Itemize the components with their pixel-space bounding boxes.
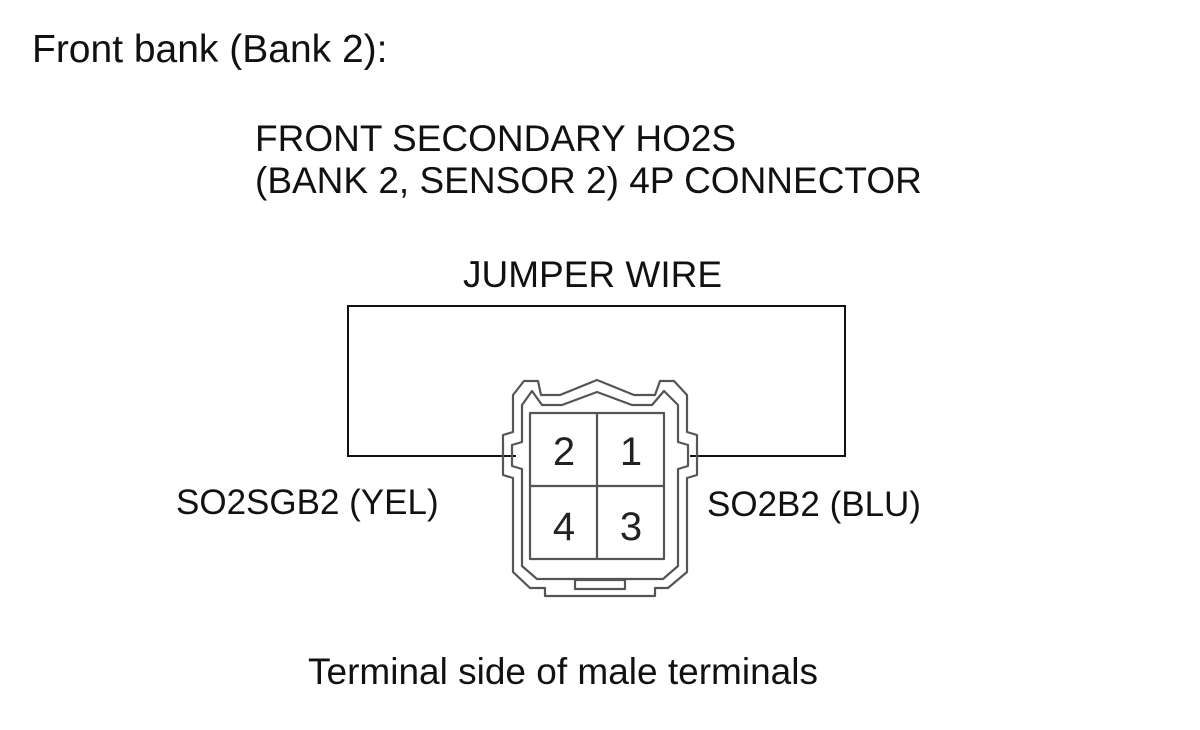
pin-4-label: 4 — [553, 505, 575, 549]
right-wire-label: SO2B2 (BLU) — [707, 485, 921, 524]
page-heading: Front bank (Bank 2): — [32, 28, 388, 71]
pin-3-label: 3 — [620, 505, 642, 549]
connector-title: FRONT SECONDARY HO2S (BANK 2, SENSOR 2) … — [255, 118, 922, 202]
connector-inner-shell — [510, 389, 690, 581]
left-wire-label: SO2SGB2 (YEL) — [176, 483, 439, 522]
jumper-wire — [347, 305, 846, 457]
connector-4p — [501, 378, 699, 598]
diagram-caption: Terminal side of male terminals — [308, 651, 818, 692]
connector-latch — [573, 578, 627, 591]
pin-1-label: 1 — [620, 430, 642, 474]
connector-outer-shell — [501, 378, 699, 598]
connector-title-line-1: FRONT SECONDARY HO2S — [255, 118, 737, 159]
connector-title-line-2: (BANK 2, SENSOR 2) 4P CONNECTOR — [255, 160, 922, 201]
pin-2-label: 2 — [553, 430, 575, 474]
jumper-wire-label: JUMPER WIRE — [463, 254, 722, 295]
